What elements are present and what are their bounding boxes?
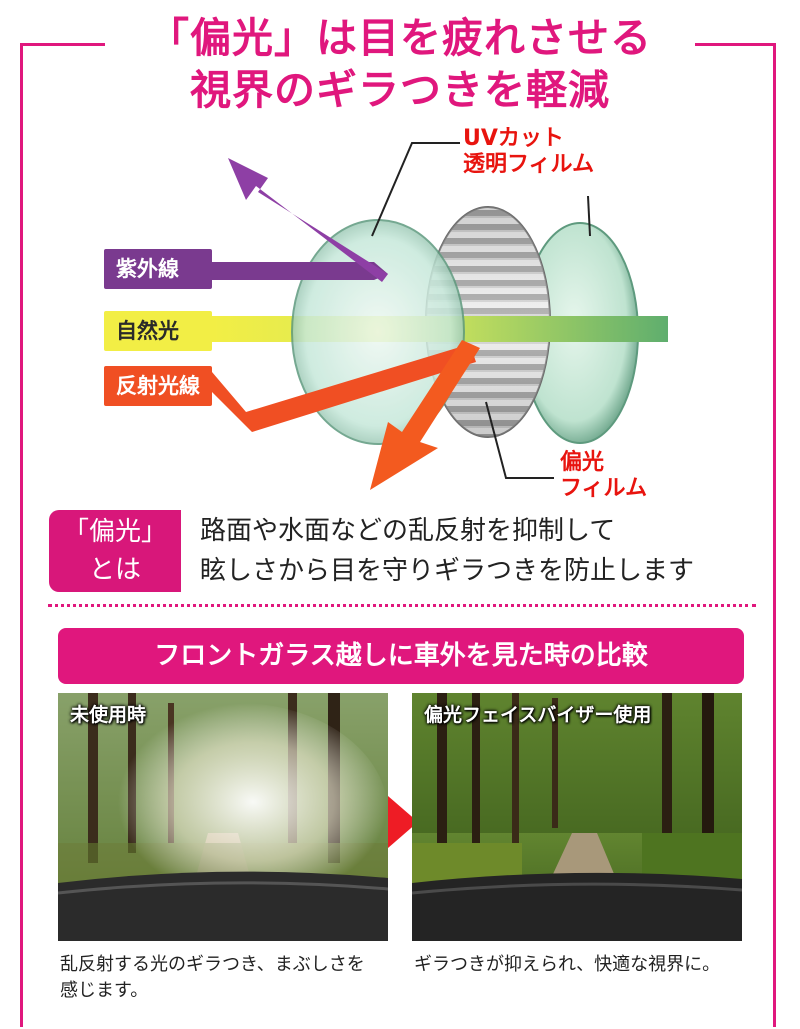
uv-label: 紫外線 <box>104 249 212 289</box>
page-title: 「偏光」は目を疲れさせる 視界のギラつきを軽減 <box>0 12 800 116</box>
polarizing-film-callout: 偏光 フィルム <box>560 450 647 502</box>
definition-tag: 「偏光」 とは <box>49 510 181 592</box>
after-photo: 偏光フェイスバイザー使用 <box>412 693 742 941</box>
reflected-light-label: 反射光線 <box>104 366 212 406</box>
definition-tag-line1: 「偏光」 <box>62 517 167 547</box>
before-caption: 乱反射する光のギラつき、まぶしさを 感じます。 <box>60 952 400 1004</box>
definition-text-line2: 眩しさから目を守りギラつきを防止します <box>200 556 695 586</box>
definition-text-line1: 路面や水面などの乱反射を抑制して <box>200 516 616 546</box>
uv-film-callout-line1: UVカット <box>463 126 564 151</box>
polarization-diagram <box>212 142 668 490</box>
title-background <box>105 0 695 118</box>
definition-tag-line2: とは <box>88 555 141 585</box>
polarizing-film-leader <box>485 401 554 479</box>
after-label: 偏光フェイスバイザー使用 <box>424 704 652 726</box>
after-caption: ギラつきが抑えられ、快適な視界に。 <box>414 954 721 975</box>
natural-light-label: 自然光 <box>104 311 212 351</box>
before-photo: 未使用時 <box>58 693 388 941</box>
uv-film-callout: UVカット 透明フィルム <box>463 126 594 178</box>
reflected-arrow <box>212 344 476 432</box>
title-line-2: 視界のギラつきを軽減 <box>190 66 610 114</box>
polarizing-film-callout-line2: フィルム <box>560 476 648 501</box>
before-caption-line2: 感じます。 <box>60 980 149 1001</box>
dotted-divider <box>48 604 756 607</box>
comparison-banner: フロントガラス越しに車外を見た時の比較 <box>58 628 744 684</box>
title-line-1: 「偏光」は目を疲れさせる <box>148 14 652 62</box>
polarizing-film-callout-line1: 偏光 <box>560 450 605 475</box>
definition-text: 路面や水面などの乱反射を抑制して 眩しさから目を守りギラつきを防止します <box>200 511 760 591</box>
forest-road-clear-image <box>412 693 742 941</box>
before-label: 未使用時 <box>70 704 147 726</box>
before-caption-line1: 乱反射する光のギラつき、まぶしさを <box>60 954 365 975</box>
uv-arrow <box>212 262 388 280</box>
uv-film-callout-line2: 透明フィルム <box>463 152 595 177</box>
forest-road-glare-image <box>58 693 388 941</box>
uv-film-leader <box>371 142 460 237</box>
